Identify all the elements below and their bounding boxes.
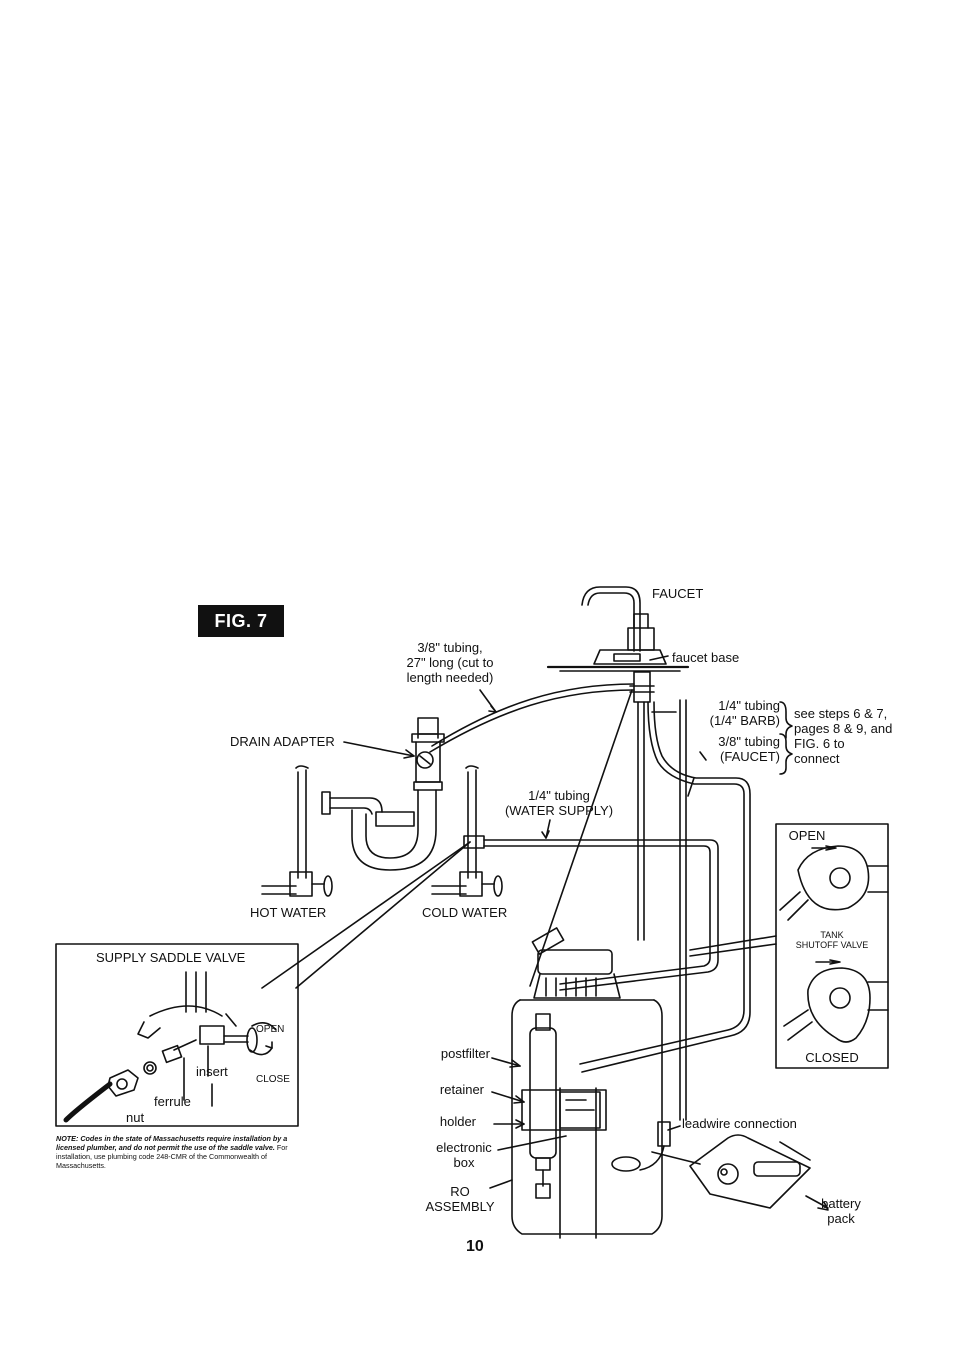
- page-number: 10: [466, 1238, 484, 1255]
- drain-trap-illustration: [321, 717, 445, 871]
- label-battery-pack-line1: battery: [821, 1196, 861, 1211]
- tank-valve-closed-label: CLOSED: [805, 1050, 859, 1065]
- label-faucet-base: faucet base: [672, 650, 740, 665]
- saddle-valve-open-label: OPEN: [256, 1024, 285, 1035]
- saddle-valve-close-label: CLOSE: [256, 1074, 290, 1085]
- label-hot-water: HOT WATER: [250, 905, 327, 920]
- label-see-steps-line2: pages 8 & 9, and: [794, 721, 893, 736]
- massachusetts-note: NOTE: Codes in the state of Massachusett…: [56, 1134, 312, 1170]
- label-retainer: retainer: [439, 1082, 484, 1097]
- cold-water-pipe-illustration: [431, 765, 503, 897]
- label-tubing-14-supply-line2: (WATER SUPPLY): [504, 803, 614, 818]
- label-ro-assembly-line1: RO: [450, 1184, 470, 1199]
- label-ro-assembly-line2: ASSEMBLY: [425, 1199, 495, 1214]
- label-tubing-38-long-line3: length needed): [406, 670, 494, 685]
- saddle-valve-nut-label: nut: [126, 1110, 145, 1125]
- label-cold-water: COLD WATER: [422, 905, 508, 920]
- battery-pack-illustration: [651, 1134, 829, 1211]
- label-leadwire-connection: leadwire connection: [682, 1116, 797, 1131]
- massachusetts-note-rest: For installation, use plumbing code 248-…: [56, 1143, 288, 1170]
- figure-tag: FIG. 7: [198, 605, 284, 637]
- saddle-valve-insert-label: insert: [196, 1064, 228, 1079]
- label-tubing-38-faucet: 3/8" tubing (FAUCET): [680, 734, 780, 764]
- label-electronic-box-line1: electronic: [436, 1140, 492, 1155]
- ro-assembly-illustration: [511, 927, 671, 1239]
- tank-valve-closed-illustration: [783, 959, 889, 1043]
- label-postfilter: postfilter: [440, 1046, 490, 1061]
- saddle-valve-title: SUPPLY SADDLE VALVE: [96, 950, 246, 965]
- label-see-steps: see steps 6 & 7, pages 8 & 9, and FIG. 6…: [794, 706, 892, 766]
- tank-valve-caption-line2: SHUTOFF VALVE: [795, 940, 869, 950]
- label-tubing-14-barb-line2: (1/4" BARB): [709, 713, 780, 728]
- label-holder: holder: [439, 1114, 476, 1129]
- label-tubing-14-barb-line1: 1/4" tubing: [718, 698, 780, 713]
- label-tubing-38-long-line2: 27" long (cut to: [406, 655, 494, 670]
- label-battery-pack: battery pack: [810, 1196, 872, 1226]
- label-tubing-38-long: 3/8" tubing, 27" long (cut to length nee…: [380, 640, 520, 685]
- label-tubing-38-long-line1: 3/8" tubing,: [417, 640, 483, 655]
- label-drain-adapter: DRAIN ADAPTER: [230, 734, 335, 749]
- saddle-valve-ferrule-label: ferrule: [154, 1094, 191, 1109]
- label-tubing-14-supply: 1/4" tubing (WATER SUPPLY): [494, 788, 624, 818]
- label-faucet: FAUCET: [652, 586, 704, 601]
- tank-valve-caption: TANK SHUTOFF VALVE: [776, 930, 888, 950]
- label-electronic-box: electronic box: [424, 1140, 504, 1170]
- label-tubing-38-faucet-line1: 3/8" tubing: [718, 734, 780, 749]
- label-electronic-box-line2: box: [453, 1155, 475, 1170]
- hot-water-pipe-illustration: [261, 765, 333, 897]
- tank-valve-open-illustration: [779, 845, 889, 921]
- saddle-valve-detail-illustration: [63, 971, 277, 1123]
- massachusetts-note-lead: NOTE: Codes in the state of Massachusett…: [56, 1134, 288, 1152]
- label-tubing-14-supply-line1: 1/4" tubing: [528, 788, 590, 803]
- label-see-steps-line1: see steps 6 & 7,: [794, 706, 888, 721]
- label-see-steps-line4: connect: [794, 751, 840, 766]
- tank-valve-open-label: OPEN: [788, 828, 826, 843]
- faucet-illustration: [546, 586, 690, 703]
- label-ro-assembly: RO ASSEMBLY: [412, 1184, 508, 1214]
- label-tubing-14-barb: 1/4" tubing (1/4" BARB): [680, 698, 780, 728]
- tank-valve-caption-line1: TANK: [820, 930, 844, 940]
- label-battery-pack-line2: pack: [827, 1211, 855, 1226]
- label-tubing-38-faucet-line2: (FAUCET): [720, 749, 780, 764]
- label-see-steps-line3: FIG. 6 to: [794, 736, 845, 751]
